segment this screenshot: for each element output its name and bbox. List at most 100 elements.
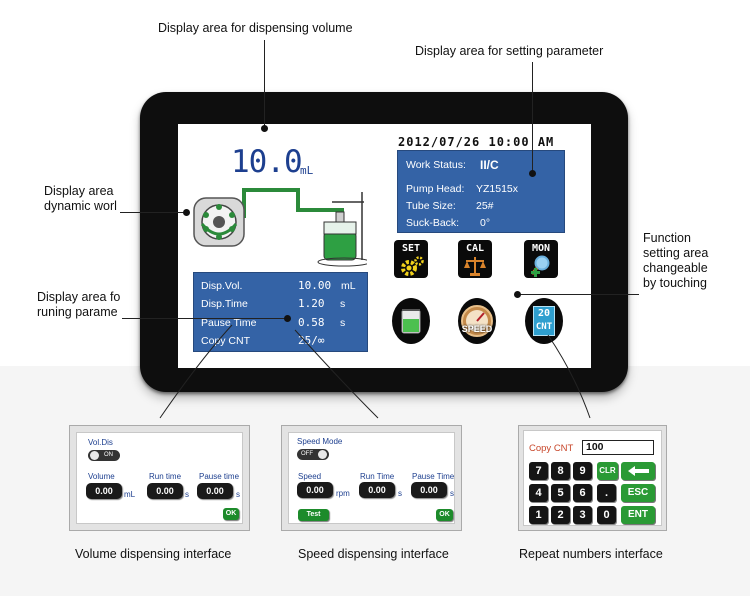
leader-running-dot xyxy=(284,315,291,322)
volume-display-unit: mL xyxy=(300,164,314,177)
speed-ok-button[interactable]: OK xyxy=(436,509,453,521)
gear-icon xyxy=(401,256,424,276)
vol-pause-unit: s xyxy=(236,490,240,499)
copy-cnt-label: Copy CNT xyxy=(201,335,251,347)
key-dot[interactable]: . xyxy=(597,484,616,502)
speed-speed-unit: rpm xyxy=(336,489,350,498)
callout-function-2: setting area xyxy=(643,246,709,260)
tube-size-value: 25# xyxy=(476,200,494,212)
vol-dis-toggle-label: ON xyxy=(104,452,113,458)
vol-volume-label: Volume xyxy=(88,472,115,481)
leader-param-dot xyxy=(529,170,536,177)
callout-running-param-1: Display area fo xyxy=(37,290,121,304)
speedometer-icon xyxy=(461,305,493,337)
work-status-value: II/C xyxy=(480,158,499,172)
count-button[interactable]: 20 CNT xyxy=(525,298,563,344)
datetime-display: 2012/07/26 10:00 AM xyxy=(398,135,555,149)
callout-dynamic-work-1: Display area xyxy=(44,184,114,198)
vol-volume-input[interactable]: 0.00 xyxy=(86,483,122,499)
ent-key[interactable]: ENT xyxy=(621,506,655,524)
key-5[interactable]: 5 xyxy=(551,484,570,502)
key-2[interactable]: 2 xyxy=(551,506,570,524)
speed-pause-unit: s xyxy=(450,489,454,498)
mon-button[interactable]: MON xyxy=(524,240,558,278)
speed-button[interactable]: SPEED xyxy=(458,298,496,344)
vol-panel-title: Vol.Dis xyxy=(88,438,113,447)
speed-mode-toggle-label: OFF xyxy=(301,451,313,457)
key-1[interactable]: 1 xyxy=(529,506,548,524)
scale-icon xyxy=(464,257,486,276)
suck-back-label: Suck-Back: xyxy=(406,217,460,229)
leader-function-dot xyxy=(514,291,521,298)
callout-running-param-2: runing parame xyxy=(37,305,118,319)
callout-dynamic-work-2: dynamic worl xyxy=(44,199,117,213)
mon-button-label: MON xyxy=(531,243,551,254)
volume-display: 10.0 xyxy=(231,144,303,180)
caption-volume: Volume dispensing interface xyxy=(75,547,232,561)
speed-pause-label: Pause Time xyxy=(412,472,455,481)
volume-mode-button[interactable] xyxy=(392,298,430,344)
volume-dispensing-panel: Vol.Dis ON Volume 0.00 mL Run time 0.00 … xyxy=(69,425,250,531)
speed-speed-input[interactable]: 0.00 xyxy=(297,482,333,498)
vol-ok-button[interactable]: OK xyxy=(223,508,239,520)
repeat-numbers-panel: Copy CNT 100 7 8 9 CLR 4 5 6 . ESC 1 2 3… xyxy=(518,425,667,531)
count-button-bottom: CNT xyxy=(535,322,553,332)
copy-cnt-label-keypad: Copy CNT xyxy=(529,443,574,454)
speed-mode-toggle[interactable]: OFF xyxy=(297,449,329,460)
speed-dispensing-panel: Speed Mode OFF Speed 0.00 rpm Run Time 0… xyxy=(281,425,462,531)
disp-time-unit: s xyxy=(340,298,346,310)
callout-setting-parameter: Display area for setting parameter xyxy=(415,44,604,58)
backspace-key[interactable] xyxy=(621,462,655,480)
copy-cnt-value: 25/∞ xyxy=(298,334,325,347)
beaker-icon xyxy=(401,309,421,334)
callout-function-4: by touching xyxy=(643,276,707,290)
disp-vol-value: 10.00 xyxy=(298,279,332,292)
back-arrow-icon xyxy=(628,466,649,476)
leader-function xyxy=(519,294,639,295)
vol-run-unit: s xyxy=(185,490,189,499)
disp-vol-label: Disp.Vol. xyxy=(201,280,243,292)
leader-param xyxy=(532,62,533,172)
disp-time-label: Disp.Time xyxy=(201,298,248,310)
key-3[interactable]: 3 xyxy=(573,506,592,524)
device-screen: 10.0 mL 2012/07/26 10:00 AM Work Status:… xyxy=(178,124,591,368)
cal-button[interactable]: CAL xyxy=(458,240,492,278)
key-6[interactable]: 6 xyxy=(573,484,592,502)
count-button-badge xyxy=(533,306,555,336)
key-4[interactable]: 4 xyxy=(529,484,548,502)
vol-dis-toggle[interactable]: ON xyxy=(88,450,120,461)
caption-speed: Speed dispensing interface xyxy=(298,547,449,561)
pump-head-label: Pump Head: xyxy=(406,183,465,195)
speed-speed-label: Speed xyxy=(298,472,322,481)
pause-time-value: 0.58 xyxy=(298,316,325,329)
work-status-label: Work Status: xyxy=(406,159,466,171)
caption-repeat: Repeat numbers interface xyxy=(519,547,663,561)
count-button-top: 20 xyxy=(537,308,551,319)
clr-key[interactable]: CLR xyxy=(597,462,618,480)
speed-run-label: Run Time xyxy=(360,472,395,481)
leader-volume xyxy=(264,40,265,128)
disp-time-value: 1.20 xyxy=(298,297,325,310)
disp-vol-unit: mL xyxy=(341,280,356,292)
callout-dispensing-volume: Display area for dispensing volume xyxy=(158,21,353,35)
key-7[interactable]: 7 xyxy=(529,462,548,480)
key-8[interactable]: 8 xyxy=(551,462,570,480)
vol-pause-input[interactable]: 0.00 xyxy=(197,483,233,499)
speed-test-button[interactable]: Test xyxy=(298,509,329,521)
key-0[interactable]: 0 xyxy=(597,506,616,524)
magnifier-icon xyxy=(530,255,550,277)
set-button[interactable]: SET xyxy=(394,240,428,278)
pump-flow-graphic xyxy=(193,188,367,267)
esc-key[interactable]: ESC xyxy=(621,484,655,502)
vol-run-input[interactable]: 0.00 xyxy=(147,483,183,499)
parameter-panel: Work Status: II/C Pump Head: YZ1515x Tub… xyxy=(397,150,565,233)
copy-cnt-field[interactable]: 100 xyxy=(582,440,654,455)
suck-back-value: 0° xyxy=(480,217,491,229)
speed-run-input[interactable]: 0.00 xyxy=(359,482,395,498)
speed-button-label: SPEED xyxy=(461,324,493,334)
key-9[interactable]: 9 xyxy=(573,462,592,480)
pause-time-unit: s xyxy=(340,317,346,329)
speed-pause-input[interactable]: 0.00 xyxy=(411,482,447,498)
set-button-label: SET xyxy=(401,243,421,254)
